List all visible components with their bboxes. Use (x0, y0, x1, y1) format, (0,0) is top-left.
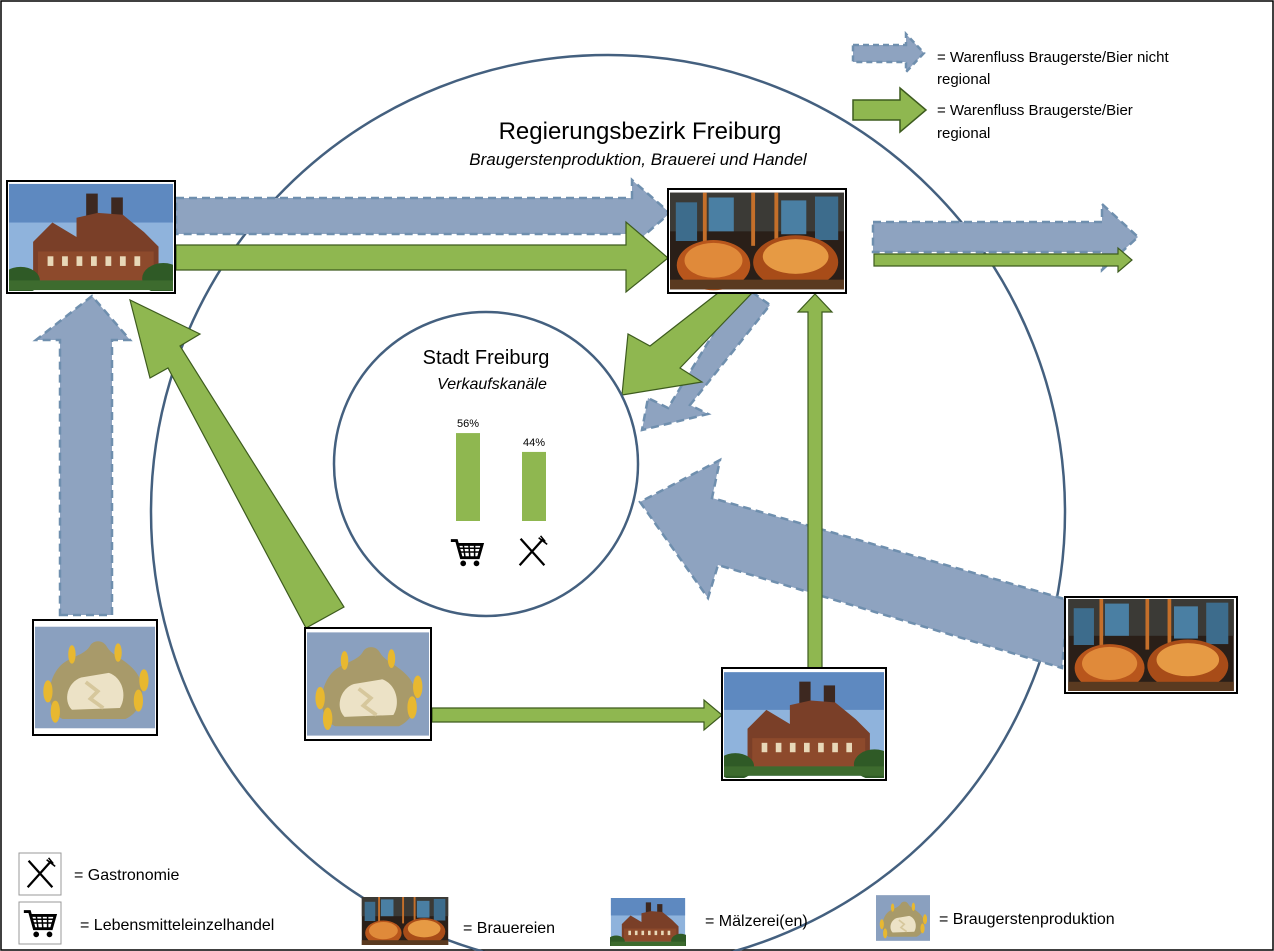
bar-label-retail: 56% (457, 418, 479, 430)
brewery-icon (667, 188, 847, 294)
legend-regional-line1: = Warenfluss Braugerste/Bier (937, 102, 1133, 119)
shopping-cart-icon (447, 533, 487, 571)
city-title: Stadt Freiburg (423, 347, 550, 369)
flow-arrow-import-to-city-nonregional (638, 457, 1070, 670)
legend-breweries: = Brauereien (463, 920, 555, 937)
legend-arrow-regional (852, 86, 928, 134)
fork-knife-icon (512, 533, 552, 571)
brewery-icon (1064, 596, 1238, 694)
legend-nonregional-line1: = Warenfluss Braugerste/Bier nicht (937, 49, 1169, 66)
legend-arrow-nonregional (851, 30, 926, 76)
flow-arrow-barley-to-malthouse2-regional (431, 698, 723, 732)
shopping-cart-icon (21, 904, 59, 942)
bar-label-gastronomy: 44% (523, 437, 545, 449)
flow-arrow-brewery-export-nonregional (871, 201, 1140, 273)
flow-arrow-barley-to-malthouse-regional (129, 298, 345, 629)
bar-gastronomy (522, 451, 546, 521)
fork-knife-icon (21, 855, 59, 893)
flow-arrow-brewery-to-city-nonregional (640, 288, 772, 432)
legend-gastronomy: = Gastronomie (74, 867, 179, 884)
region-circle (149, 53, 1067, 951)
malthouse-icon (610, 898, 686, 946)
bar-retail (456, 433, 480, 521)
barley-sack-icon (876, 894, 930, 942)
barley-sack-icon (32, 619, 158, 736)
legend-malting: = Mälzerei(en) (705, 913, 808, 930)
flow-arrow-brewery-to-city-regional (621, 292, 754, 396)
legend-regional-line2: regional (937, 125, 990, 142)
flow-arrow-barley-to-malthouse-nonregional (32, 294, 133, 617)
legend-retail: = Lebensmitteleinzelhandel (80, 917, 274, 934)
flow-arrow-malthouse2-to-brewery-regional (796, 293, 834, 669)
region-title: Regierungsbezirk Freiburg (499, 118, 782, 145)
city-circle (332, 310, 640, 618)
malthouse-icon (721, 667, 887, 781)
brewery-icon (361, 897, 449, 945)
flow-arrow-brewery-export-regional (873, 246, 1133, 274)
legend-barley: = Braugerstenproduktion (939, 911, 1115, 928)
barley-sack-icon (304, 627, 432, 741)
sales-channel-chart: 56% 44% (456, 418, 546, 521)
legend-nonregional-line2: regional (937, 71, 990, 88)
city-subtitle: Verkaufskanäle (437, 376, 547, 393)
malthouse-icon (6, 180, 176, 294)
flow-arrow-malthouse-to-brewery-regional (175, 220, 669, 294)
flow-arrow-malthouse-to-brewery-nonregional (174, 177, 672, 249)
region-subtitle: Braugerstenproduktion, Brauerei und Hand… (469, 150, 808, 169)
